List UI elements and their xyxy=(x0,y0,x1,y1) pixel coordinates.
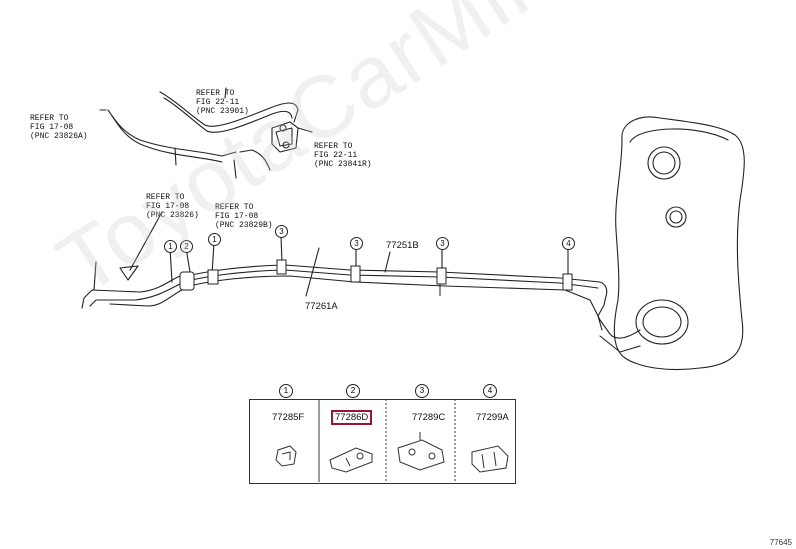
clamp-1-a xyxy=(207,269,219,285)
legend-part-4[interactable]: 77299A xyxy=(476,412,509,423)
clamp-icon-3 xyxy=(397,432,445,471)
parts-legend: 1 77285F 2 77286D 3 77289C 4 77299A xyxy=(249,384,516,484)
hose-upper xyxy=(159,91,299,127)
callout-4: 4 xyxy=(562,237,575,250)
legend-cell-2: 2 77286D xyxy=(320,384,387,483)
clamp-icon-4 xyxy=(471,445,509,473)
legend-number-4: 4 xyxy=(483,384,497,398)
legend-part-2-highlighted[interactable]: 77286D xyxy=(331,410,373,425)
part-number-tube-lower: 77261A xyxy=(305,301,338,312)
clamp-3-b xyxy=(350,265,361,283)
callout-3-b: 3 xyxy=(350,237,363,250)
fuel-tank xyxy=(613,116,745,371)
legend-cell-1: 1 77285F xyxy=(250,384,320,483)
clamp-2 xyxy=(179,271,195,291)
clamp-icon-1 xyxy=(275,445,297,467)
tube-main xyxy=(179,264,608,306)
callout-3-a: 3 xyxy=(275,225,288,238)
valve-bracket xyxy=(271,121,299,153)
callout-1-right: 1 xyxy=(208,233,221,246)
tank-pump-flange xyxy=(635,299,689,345)
legend-number-2: 2 xyxy=(346,384,360,398)
clamp-icon-2 xyxy=(329,447,373,473)
legend-number-3: 3 xyxy=(415,384,429,398)
callout-3-c: 3 xyxy=(436,237,449,250)
callout-1-left: 1 xyxy=(164,240,177,253)
clamp-3-c xyxy=(436,267,447,285)
legend-cell-4: 4 77299A xyxy=(456,384,515,483)
tank-port-mid xyxy=(665,206,687,228)
part-number-tube-upper: 77251B xyxy=(386,240,419,251)
legend-part-3[interactable]: 77289C xyxy=(412,412,446,423)
legend-cell-3: 3 77289C xyxy=(387,384,456,483)
legend-part-1[interactable]: 77285F xyxy=(272,412,305,423)
legend-number-1: 1 xyxy=(279,384,293,398)
callout-2: 2 xyxy=(180,240,193,253)
tank-port-top xyxy=(647,146,681,180)
clamp-4 xyxy=(562,273,573,291)
figure-id: 77645 xyxy=(769,538,792,547)
clamp-3-a xyxy=(276,259,287,275)
